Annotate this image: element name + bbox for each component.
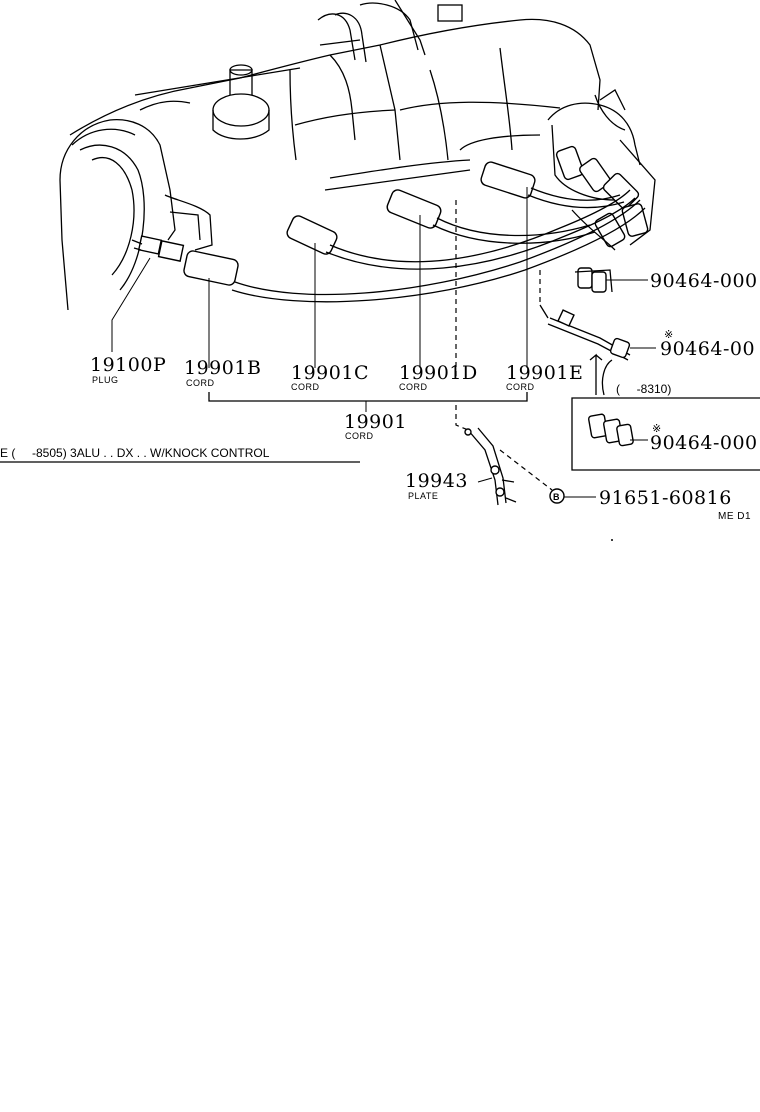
spark-plug	[131, 235, 185, 262]
leader-lines	[0, 187, 760, 498]
ignition-cords	[183, 161, 646, 303]
range-note: ( -8310)	[616, 382, 671, 396]
engine-illustration	[59, 0, 626, 311]
bolt-symbol-label: B	[553, 492, 560, 502]
cord-e-number: 19901E	[506, 362, 583, 384]
cord-b-number: 19901B	[184, 357, 261, 379]
cord-clamp-top	[574, 267, 613, 293]
cord-set-desc: CORD	[345, 431, 374, 441]
clamp-1-number: 90464-000	[650, 270, 758, 292]
distributor-cap	[547, 89, 656, 248]
plug-desc: PLUG	[92, 375, 119, 385]
clamp-3-mark: ※	[652, 422, 661, 435]
notes: E ( -8505) 3ALU . . DX . . W/KNOCK CONTR…	[0, 382, 751, 522]
cord-clamp-rod	[539, 304, 631, 361]
plate-desc: PLATE	[408, 491, 438, 501]
plug-number: 19100P	[90, 354, 166, 376]
clamp-3-number: 90464-000	[650, 432, 758, 454]
cord-c-number: 19901C	[291, 362, 369, 384]
cord-set-number: 19901	[344, 411, 407, 433]
cord-d-number: 19901D	[399, 362, 478, 384]
bolt-number: 91651-60816	[599, 487, 732, 509]
cord-b-desc: CORD	[186, 378, 215, 388]
cord-c-desc: CORD	[291, 382, 320, 392]
cord-e-desc: CORD	[506, 382, 535, 392]
clamp-2-mark: ※	[664, 328, 673, 341]
bolt-symbol	[549, 488, 565, 504]
clamp-2-number: 90464-00	[660, 338, 755, 360]
plate-bracket	[464, 427, 517, 506]
cord-clamp-boxed	[587, 413, 634, 447]
speck	[611, 539, 613, 541]
part-labels: 19100P PLUG 19901B CORD 19901C CORD 1990…	[90, 270, 758, 509]
drawing-code: ME D1	[718, 511, 751, 522]
plate-number: 19943	[405, 470, 468, 492]
cord-d-desc: CORD	[399, 382, 428, 392]
applicability-note: E ( -8505) 3ALU . . DX . . W/KNOCK CONTR…	[0, 446, 270, 460]
